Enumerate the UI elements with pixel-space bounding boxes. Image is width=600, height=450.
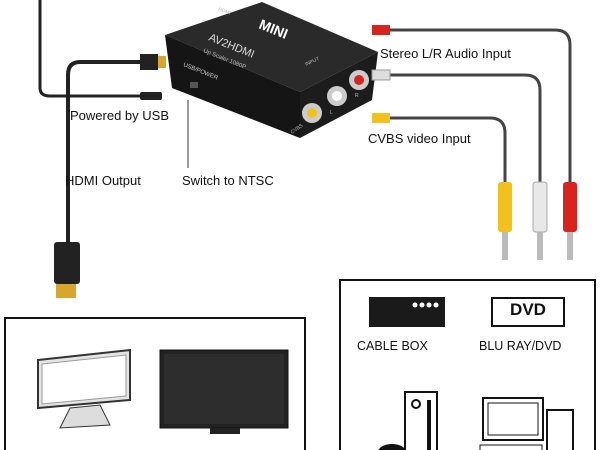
display-devices-box — [4, 317, 306, 450]
video-input-label: CVBS video Input — [368, 131, 471, 146]
red-rca-connector-icon — [563, 182, 577, 232]
tv-icon — [159, 349, 289, 434]
yellow-rca-plug-icon — [372, 113, 390, 123]
white-rca-connector-icon — [532, 181, 548, 233]
yellow-rca-connector-icon — [498, 182, 512, 232]
hdmi-output-label: HDMI Output — [65, 173, 141, 188]
port-label-input: INPUT — [304, 56, 320, 68]
source-devices-box — [339, 279, 596, 450]
desktop-computer-icon — [479, 397, 574, 450]
port-label-l: L — [330, 110, 333, 116]
dvd-icon — [491, 297, 565, 327]
port-label-hdmi: HDMI — [217, 6, 231, 16]
av2hdmi-converter: MINI AV2HDMI Up Scaler 1080P HDMI INPUT … — [165, 2, 378, 138]
port-label-r: R — [355, 93, 359, 99]
red-rca-plug-icon — [372, 25, 390, 35]
bluray-label: BLU RAY/DVD — [479, 339, 562, 353]
usb-plug-icon — [140, 92, 162, 100]
white-rca-plug-icon — [371, 69, 391, 81]
cable-box-label: CABLE BOX — [357, 339, 428, 353]
hdmi-connector-top-icon — [140, 54, 158, 70]
cable-box-icon — [369, 297, 445, 327]
hdmi-connector-bottom-icon — [54, 242, 80, 284]
usb-cable — [38, 0, 150, 98]
audio-input-label: Stereo L/R Audio Input — [380, 46, 511, 61]
switch-label: Switch to NTSC — [182, 173, 274, 188]
monitor-icon — [37, 348, 131, 429]
dvd-badge-text: DVD — [510, 300, 546, 319]
hdmi-cable — [66, 60, 150, 245]
game-console-icon — [378, 391, 438, 450]
power-label: Powered by USB — [70, 108, 169, 123]
